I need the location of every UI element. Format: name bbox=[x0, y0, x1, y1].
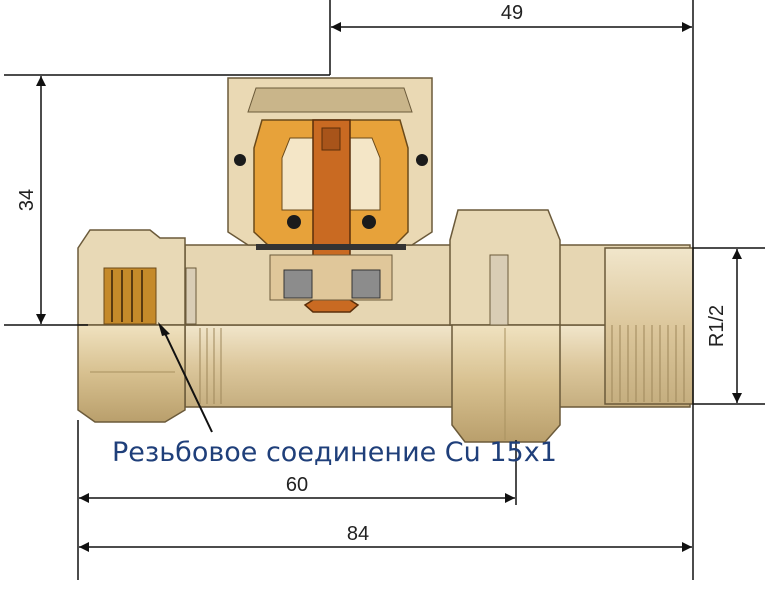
threaded-end bbox=[604, 247, 694, 405]
o-ring-left bbox=[287, 215, 301, 229]
callout-leader bbox=[161, 326, 213, 433]
left-thread-lines bbox=[199, 328, 222, 404]
dim-49-label: 49 bbox=[501, 2, 523, 24]
thread-lines bbox=[611, 325, 685, 402]
extension-lines bbox=[4, 0, 765, 580]
o-ring-right bbox=[362, 215, 376, 229]
dim-84-label: 84 bbox=[347, 523, 369, 545]
dimension-lines bbox=[36, 22, 742, 552]
dim-r12-label: R1/2 bbox=[706, 305, 728, 347]
dim-34-label: 34 bbox=[16, 189, 38, 211]
right-nut-hex bbox=[451, 324, 561, 443]
valve-body bbox=[77, 77, 694, 443]
left-nut-hex bbox=[77, 324, 186, 423]
callout-label: Резьбовое соединение Cu 15x1 bbox=[112, 437, 557, 468]
dim-60-label: 60 bbox=[286, 474, 308, 496]
top-cap bbox=[247, 87, 413, 113]
